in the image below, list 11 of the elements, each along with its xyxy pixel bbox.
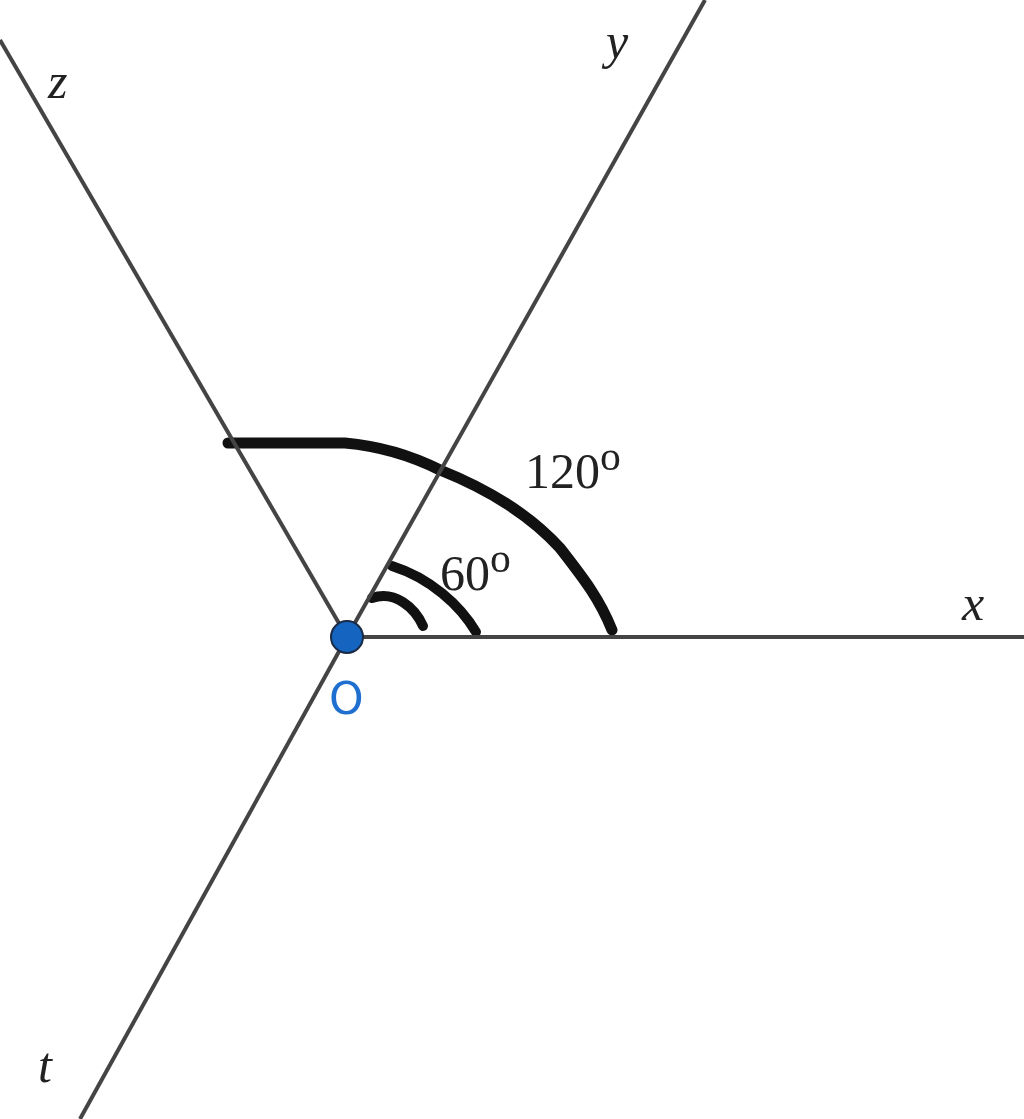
- angle-label: 60$^{o}$: [440, 538, 511, 598]
- ray-label: x: [962, 578, 985, 628]
- ray-line: [0, 39, 341, 625]
- ray-line: [78, 650, 341, 1119]
- point-label: O: [329, 677, 364, 721]
- angle-label: 120$^{o}$: [525, 436, 621, 496]
- point-dot: [330, 620, 364, 654]
- ray-line: [353, 0, 707, 625]
- ray-line: [363, 635, 1024, 639]
- ray-label: z: [48, 56, 68, 106]
- ray-label: t: [38, 1040, 52, 1090]
